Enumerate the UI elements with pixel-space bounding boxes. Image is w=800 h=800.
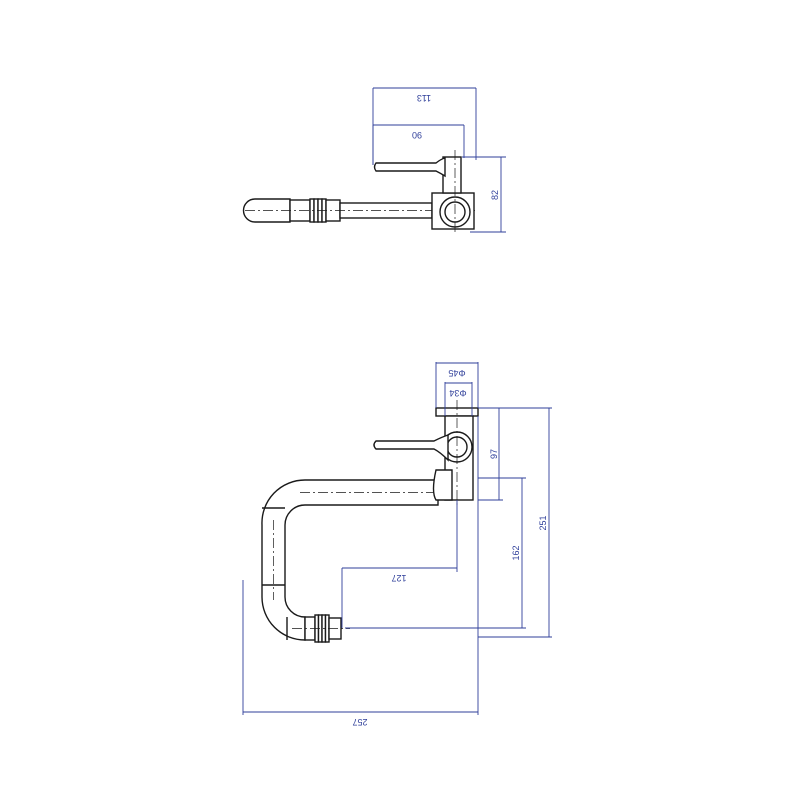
dim-total-reach: 257: [242, 416, 479, 727]
dim-body-height-label: 97: [489, 449, 499, 459]
side-view-lever-handle: [373, 434, 449, 462]
dim-overall-width-label: 113: [417, 93, 431, 103]
dim-body-depth-label: 82: [490, 190, 500, 200]
dim-outlet-height: 162: [345, 477, 526, 629]
dim-body-depth: 82: [462, 156, 506, 233]
dim-outlet-reach-label: 127: [391, 573, 406, 583]
dim-total-height: 251: [478, 407, 552, 638]
top-view-body: [431, 150, 475, 235]
dim-flange-diameter: Φ45: [435, 362, 479, 408]
dim-handle-length-label: 90: [412, 130, 422, 140]
dim-body-diameter: Φ34: [444, 382, 473, 416]
dim-total-height-label: 251: [538, 515, 548, 530]
dim-handle-length: 90: [372, 124, 465, 165]
top-view-lever-handle: [373, 157, 446, 178]
side-view-body: [432, 400, 479, 505]
dim-total-reach-label: 257: [352, 717, 367, 727]
dim-body-diameter-label: Φ34: [449, 388, 466, 398]
dim-body-height: 97: [478, 407, 503, 501]
side-view-spout: [261, 479, 439, 643]
dim-flange-diameter-label: Φ45: [448, 368, 465, 378]
dim-outlet-reach: 127: [341, 500, 458, 628]
side-view: Φ45 Φ34 97 251 162: [242, 362, 552, 727]
dim-overall-width: 113: [372, 87, 477, 165]
dim-outlet-height-label: 162: [511, 545, 521, 560]
top-view: 113 90 82: [242, 87, 506, 235]
